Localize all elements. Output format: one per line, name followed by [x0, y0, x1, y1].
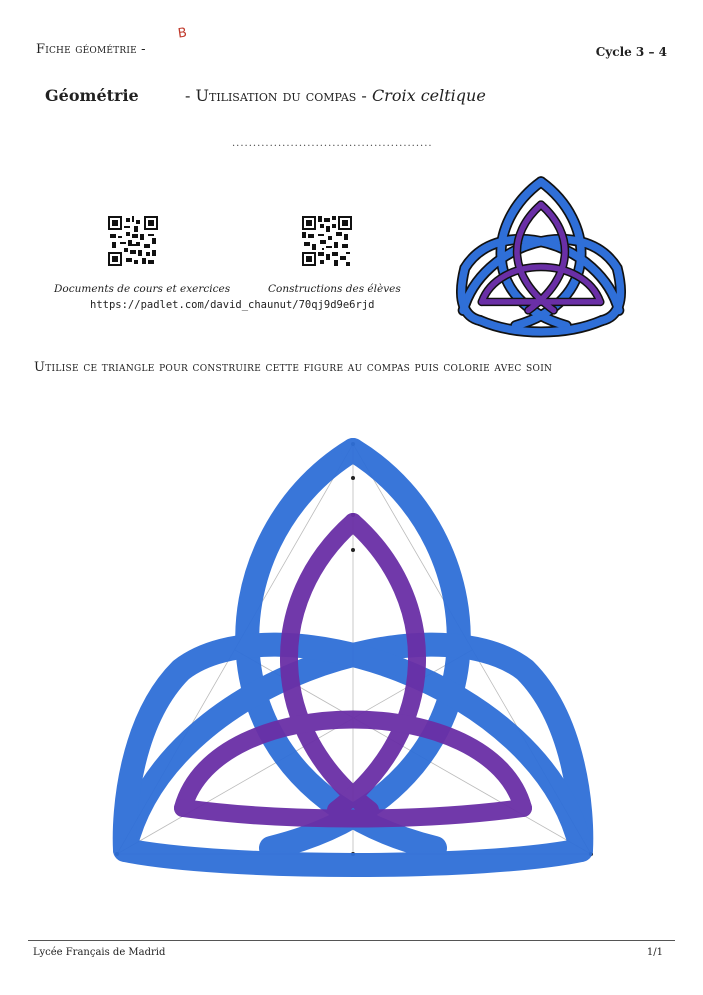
padlet-link[interactable]: https://padlet.com/david_chaunut/70qj9d9…	[90, 299, 375, 311]
page-number: 1/1	[646, 947, 663, 958]
footer-divider	[28, 940, 675, 941]
handwritten-initials: B	[176, 25, 188, 42]
qr-code-icon[interactable]	[302, 216, 352, 266]
constructions-label: Constructions des élèves	[268, 283, 401, 295]
school-name: Lycée Français de Madrid	[33, 947, 166, 958]
docs-label: Documents de cours et exercices	[54, 283, 231, 295]
model-celtic-knot	[456, 176, 626, 338]
student-name-line: ........................................…	[232, 138, 433, 149]
worksheet-label: Fiche géométrie -	[36, 42, 146, 57]
cycle-label: Cycle 3 – 4	[595, 45, 667, 59]
instruction-text: Utilise ce triangle pour construire cett…	[34, 360, 553, 375]
qr-code-icon[interactable]	[108, 216, 158, 266]
lesson-title: - Utilisation du compas - Croix celtique	[185, 86, 486, 105]
lesson-prefix: - Utilisation du compas -	[185, 86, 367, 105]
subject-title: Géométrie	[45, 86, 139, 105]
lesson-name: Croix celtique	[371, 86, 486, 105]
celtic-cross-drawing	[112, 438, 594, 877]
